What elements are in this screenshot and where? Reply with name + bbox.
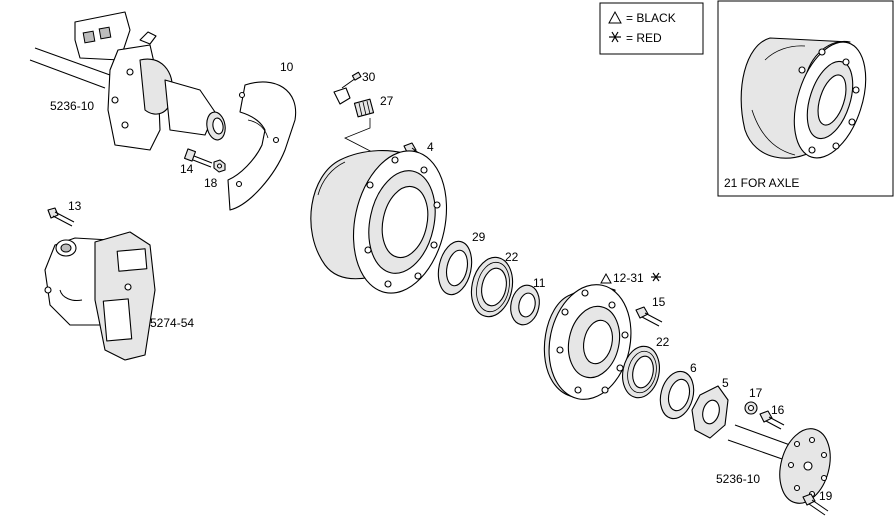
brake-drum — [310, 150, 448, 294]
legend-box: = BLACK = RED — [599, 2, 704, 55]
callout-13: 13 — [68, 199, 82, 213]
callout-15: 15 — [652, 295, 666, 309]
spacer-11 — [510, 284, 540, 326]
callout-29: 29 — [472, 230, 486, 244]
callout-labels: 5236-10 10 30 27 4 14 18 13 5274-54 29 2… — [50, 60, 833, 503]
callout-12-31-text: 12-31 — [613, 271, 644, 285]
callout-5236-10-bottom: 5236-10 — [716, 472, 760, 486]
callout-30: 30 — [362, 70, 376, 84]
triangle-icon — [600, 272, 612, 284]
screw-19 — [802, 493, 829, 516]
inset-brake-disc — [740, 37, 867, 159]
callout-5: 5 — [722, 376, 729, 390]
callout-11: 11 — [533, 276, 546, 290]
legend-black-text: = BLACK — [626, 11, 676, 25]
asterisk-icon — [651, 272, 661, 282]
washer-17 — [744, 401, 758, 415]
brake-caliper — [44, 231, 156, 361]
seal-29 — [437, 240, 473, 296]
dust-shield — [227, 81, 297, 211]
washer-6 — [659, 370, 695, 420]
nut-18 — [213, 159, 226, 173]
bearing-22-outer — [622, 345, 660, 399]
callout-5274-54: 5274-54 — [150, 316, 194, 330]
bolt-16 — [759, 410, 785, 430]
callout-22-inner: 22 — [505, 250, 519, 264]
bolt-14 — [183, 148, 213, 168]
callout-4: 4 — [427, 140, 434, 154]
callout-12-31: 12-31 — [600, 271, 661, 285]
callout-10: 10 — [280, 60, 294, 74]
callout-16: 16 — [771, 403, 785, 417]
inset-panel: 21 FOR AXLE — [717, 0, 894, 197]
callout-22-outer: 22 — [656, 335, 670, 349]
axle-nut-5 — [691, 385, 729, 439]
half-shaft-flange — [727, 424, 831, 504]
triangle-icon — [608, 10, 622, 24]
steering-knuckle — [29, 11, 226, 151]
leader-27 — [344, 118, 379, 156]
callout-6: 6 — [690, 361, 697, 375]
callout-14: 14 — [180, 162, 194, 176]
callout-18: 18 — [204, 176, 218, 190]
callout-27: 27 — [380, 94, 394, 108]
inset-caption: 21 FOR AXLE — [724, 176, 799, 190]
legend-red-text: = RED — [626, 31, 662, 45]
callout-19: 19 — [819, 489, 833, 503]
asterisk-icon — [609, 31, 621, 43]
callout-5236-10-top: 5236-10 — [50, 99, 94, 113]
wheel-hub — [543, 284, 632, 400]
grease-nipple-30 — [333, 71, 362, 105]
bolt-13 — [47, 207, 75, 227]
bearing-22-inner — [470, 256, 514, 318]
callout-17: 17 — [749, 386, 763, 400]
plug-27 — [353, 98, 375, 118]
wheel-stud-15 — [635, 306, 663, 327]
